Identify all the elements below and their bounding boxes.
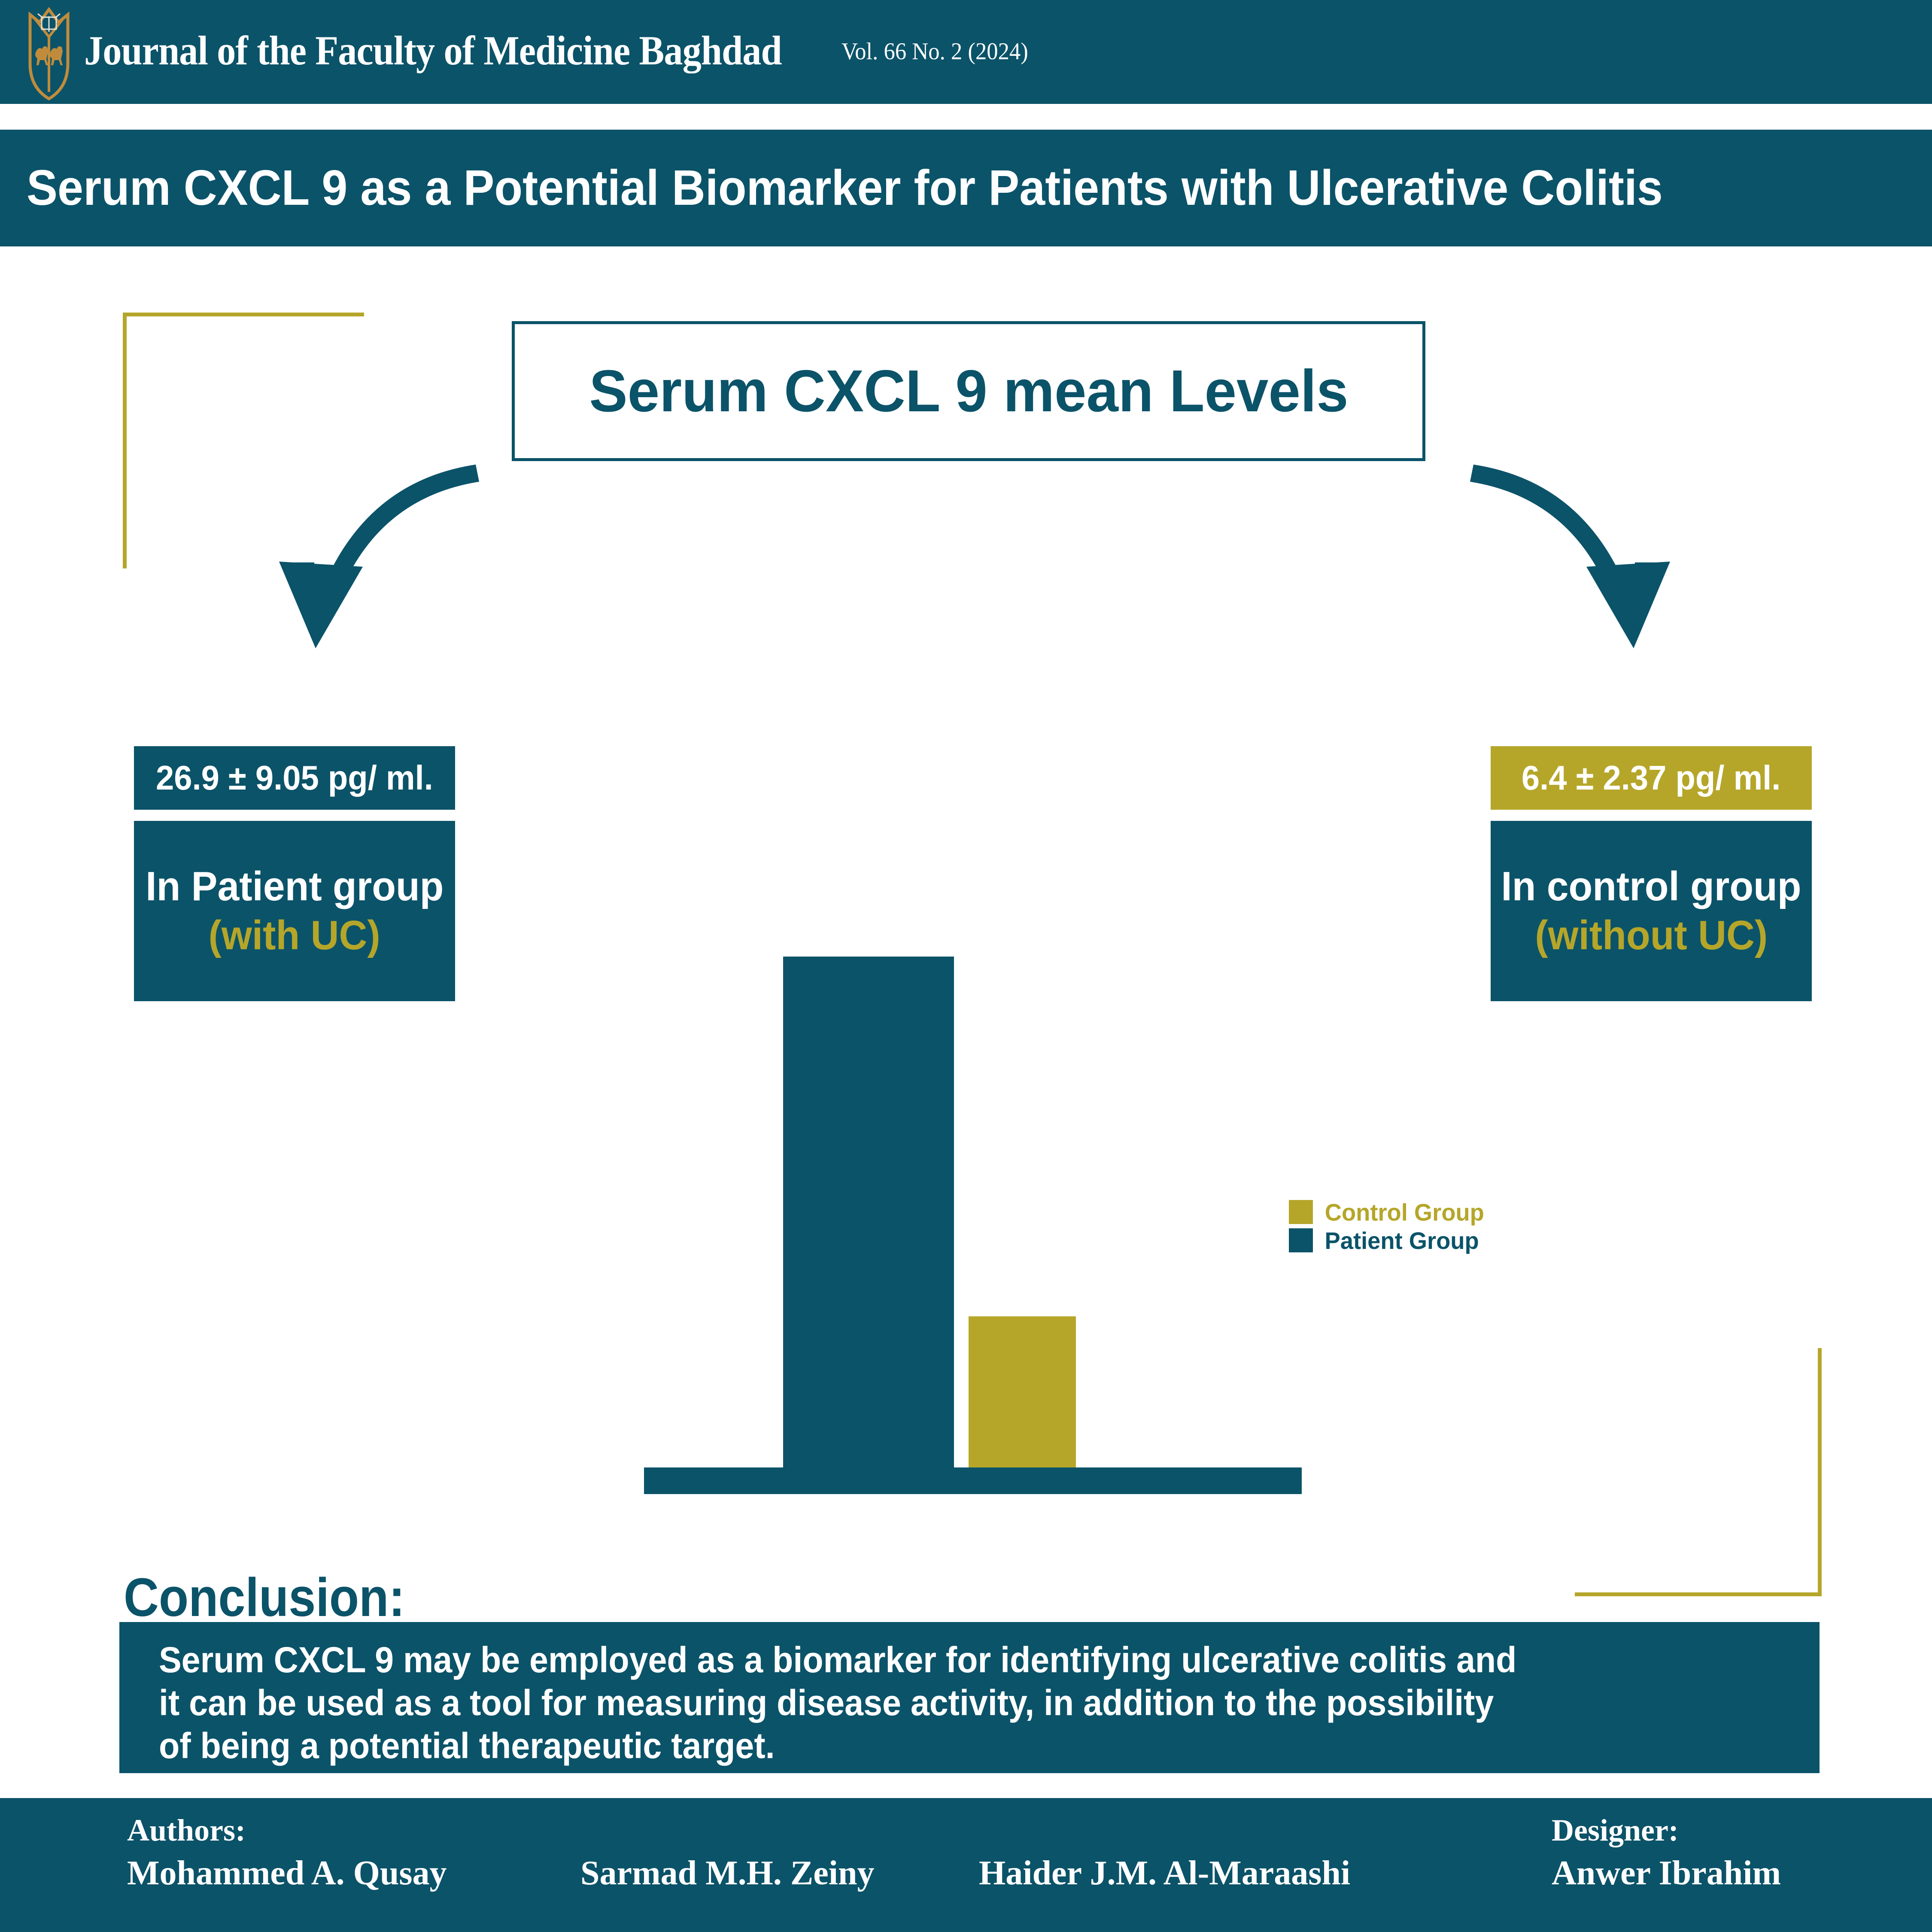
legend-swatch-patient — [1289, 1228, 1313, 1252]
patient-group-label: In Patient group — [145, 863, 444, 909]
journal-title: Journal of the Faculty of Medicine Baghd… — [84, 27, 782, 73]
legend-swatch-control — [1289, 1200, 1313, 1224]
bar-control-group — [969, 1316, 1076, 1467]
patient-value-text: 26.9 ± 9.05 pg/ ml. — [156, 759, 433, 797]
curved-arrow-right-icon — [1468, 434, 1709, 700]
shield-logo-icon — [28, 3, 70, 101]
footer-band — [0, 1798, 1932, 1932]
control-value-box: 6.4 ± 2.37 pg/ ml. — [1491, 746, 1812, 810]
control-value-text: 6.4 ± 2.37 pg/ ml. — [1522, 759, 1781, 797]
conclusion-line-3: of being a potential therapeutic target. — [159, 1725, 775, 1766]
authors-label: Authors: — [127, 1813, 246, 1847]
author-name-1: Mohammed A. Qusay — [127, 1854, 447, 1892]
journal-issue: Vol. 66 No. 2 (2024) — [841, 38, 1028, 65]
curved-arrow-left-icon — [240, 434, 481, 700]
conclusion-line-2: it can be used as a tool for measuring d… — [159, 1683, 1494, 1723]
conclusion-line-1: Serum CXCL 9 may be employed as a biomar… — [159, 1640, 1517, 1680]
header-band — [0, 0, 1932, 104]
chart-baseline-axis — [644, 1467, 1302, 1494]
designer-label: Designer: — [1552, 1813, 1679, 1847]
author-name-2: Sarmad M.H. Zeiny — [580, 1854, 875, 1892]
patient-value-box: 26.9 ± 9.05 pg/ ml. — [134, 746, 455, 810]
corner-bracket-bottom-right-vertical — [1818, 1348, 1822, 1596]
control-group-box: In control group (without UC) — [1491, 821, 1812, 1001]
control-group-sublabel: (without UC) — [1535, 912, 1768, 958]
article-title: Serum CXCL 9 as a Potential Biomarker fo… — [27, 160, 1663, 216]
legend-label-control: Control Group — [1324, 1198, 1484, 1226]
corner-bracket-top-left-vertical — [123, 313, 127, 568]
conclusion-heading: Conclusion: — [124, 1567, 405, 1628]
designer-name: Anwer Ibrahim — [1552, 1854, 1781, 1892]
chart-title-box: Serum CXCL 9 mean Levels — [512, 321, 1425, 461]
patient-group-sublabel: (with UC) — [208, 912, 381, 958]
control-group-label: In control group — [1501, 863, 1801, 909]
article-title-band — [0, 130, 1932, 246]
legend-item-control: Control Group — [1289, 1198, 1487, 1226]
chart-legend: Control Group Patient Group — [1289, 1198, 1487, 1255]
patient-group-box: In Patient group (with UC) — [134, 821, 455, 1001]
conclusion-box: Serum CXCL 9 may be employed as a biomar… — [119, 1622, 1820, 1773]
bar-patient-group — [783, 957, 954, 1467]
corner-bracket-bottom-right-horizontal — [1575, 1592, 1822, 1596]
legend-item-patient: Patient Group — [1289, 1226, 1487, 1255]
corner-bracket-top-left-horizontal — [123, 313, 364, 316]
legend-label-patient: Patient Group — [1324, 1227, 1479, 1254]
chart-title-text: Serum CXCL 9 mean Levels — [589, 358, 1349, 424]
author-name-3: Haider J.M. Al-Maraashi — [979, 1854, 1351, 1892]
